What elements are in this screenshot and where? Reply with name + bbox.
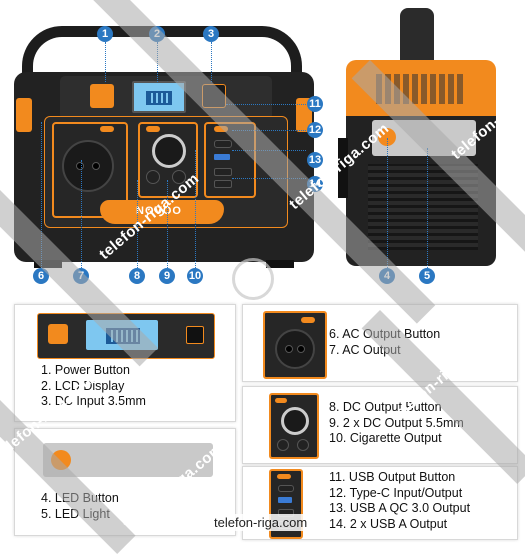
battery-icon <box>146 91 172 105</box>
dc-thumb <box>269 393 319 459</box>
callout-5: 5 <box>419 268 435 284</box>
usb-output-button[interactable] <box>214 126 228 132</box>
side-handle <box>400 8 434 68</box>
panel-dc-list: 8. DC Output Button 9. 2 x DC Output 5.5… <box>329 400 464 447</box>
usb-a-port-1[interactable] <box>214 168 232 176</box>
dc-input-thumb <box>186 326 204 344</box>
item-usb-a: 14. 2 x USB A Output <box>329 516 448 531</box>
cigarette-thumb <box>281 407 309 435</box>
power-button-thumb <box>48 324 68 344</box>
item-lcd-display: 2. LCD Display <box>41 378 125 393</box>
dc-port-thumb-2 <box>297 439 309 451</box>
ac-button-thumb <box>301 317 315 323</box>
item-power-button: 1. Power Button <box>41 363 130 377</box>
power-button[interactable] <box>90 84 114 108</box>
dc-output-port-2[interactable] <box>172 170 186 184</box>
item-dc-output-button: 8. DC Output Button <box>329 400 442 414</box>
foot-right <box>266 260 294 268</box>
dc-port-thumb-1 <box>277 439 289 451</box>
callout-13: 13 <box>307 152 323 168</box>
item-usb-qc: 13. USB A QC 3.0 Output <box>329 501 471 515</box>
ac-output-socket[interactable] <box>62 140 114 192</box>
footer-watermark: telefon-riga.com <box>210 514 312 531</box>
ac-socket-thumb <box>275 329 315 369</box>
lcd-display <box>132 81 186 113</box>
led-button[interactable] <box>378 128 396 146</box>
callout-3: 3 <box>203 26 219 42</box>
usb-a-port-2[interactable] <box>214 180 232 188</box>
ac-output-button[interactable] <box>100 126 114 132</box>
watermark-text-1: telefon-riga.com <box>340 0 446 5</box>
callout-10: 10 <box>187 268 203 284</box>
callout-11: 11 <box>307 96 323 112</box>
item-type-c: 12. Type-C Input/Output <box>329 485 463 500</box>
side-accent-left <box>16 98 32 132</box>
item-usb-output-button: 11. USB Output Button <box>329 470 456 484</box>
watermark-center-logo <box>232 258 274 300</box>
panel-usb: 11. USB Output Button 12. Type-C Input/O… <box>242 466 518 540</box>
panel-power-list: 1. Power Button 2. LCD Display 3. DC Inp… <box>41 363 146 410</box>
item-dc-input: 3. DC Input 3.5mm <box>41 394 146 408</box>
brand-logo: NOVOO <box>136 205 182 217</box>
callout-1: 1 <box>97 26 113 42</box>
dc-output-port-1[interactable] <box>146 170 160 184</box>
callout-8: 8 <box>129 268 145 284</box>
usb-qc-thumb <box>278 497 292 503</box>
dc-output-button[interactable] <box>146 126 160 132</box>
type-c-port[interactable] <box>214 140 232 148</box>
ac-thumb <box>263 311 327 379</box>
callout-12: 12 <box>307 122 323 138</box>
item-cigarette-output: 10. Cigarette Output <box>329 431 442 445</box>
brand-badge: NOVOO <box>100 200 224 224</box>
type-c-thumb <box>278 485 294 492</box>
dc-button-thumb <box>275 398 287 403</box>
panel-usb-list: 11. USB Output Button 12. Type-C Input/O… <box>329 470 470 532</box>
usb-button-thumb <box>277 474 291 479</box>
side-port-cap <box>338 138 348 198</box>
cigarette-output[interactable] <box>152 134 186 168</box>
callout-9: 9 <box>159 268 175 284</box>
item-dc-output: 9. 2 x DC Output 5.5mm <box>329 415 464 430</box>
usb-a-qc-port[interactable] <box>214 154 230 160</box>
